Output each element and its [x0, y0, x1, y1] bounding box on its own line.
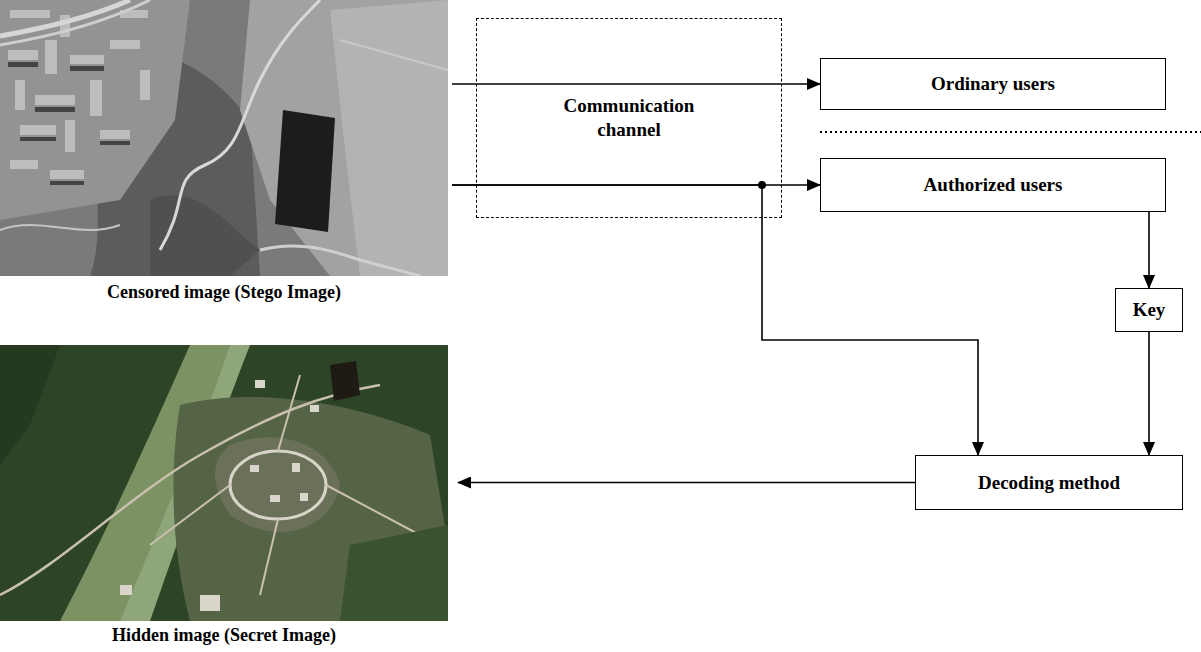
- node-label: Authorized users: [924, 173, 1063, 197]
- key-box: Key: [1115, 288, 1183, 332]
- secret-image: Hidden image (Secret Image): [0, 345, 448, 648]
- connector-arrow: [1148, 332, 1150, 455]
- image-caption: Hidden image (Secret Image): [0, 624, 448, 647]
- stego-image: Censored image (Stego Image): [0, 0, 448, 306]
- process-box: Decoding method: [915, 455, 1183, 510]
- connector-arrow: [1148, 212, 1150, 288]
- channel-box: Communication channel: [476, 18, 782, 218]
- process-box: Authorized users: [820, 158, 1166, 212]
- satellite-photo-color: [0, 345, 448, 621]
- connector-arrow: [452, 83, 820, 85]
- junction-dot: [758, 181, 766, 189]
- connector-arrow: [452, 184, 820, 186]
- connector-arrow: [452, 185, 978, 455]
- node-label: Decoding method: [978, 471, 1120, 495]
- image-caption: Censored image (Stego Image): [0, 281, 448, 304]
- node-label: Key: [1133, 298, 1166, 322]
- connector-arrow: [458, 482, 915, 484]
- process-box: Ordinary users: [820, 58, 1166, 110]
- node-label: Communication channel: [545, 92, 713, 144]
- node-label: Ordinary users: [931, 72, 1055, 96]
- dotted-separator: [820, 131, 1201, 133]
- aerial-photo-grayscale: [0, 0, 448, 276]
